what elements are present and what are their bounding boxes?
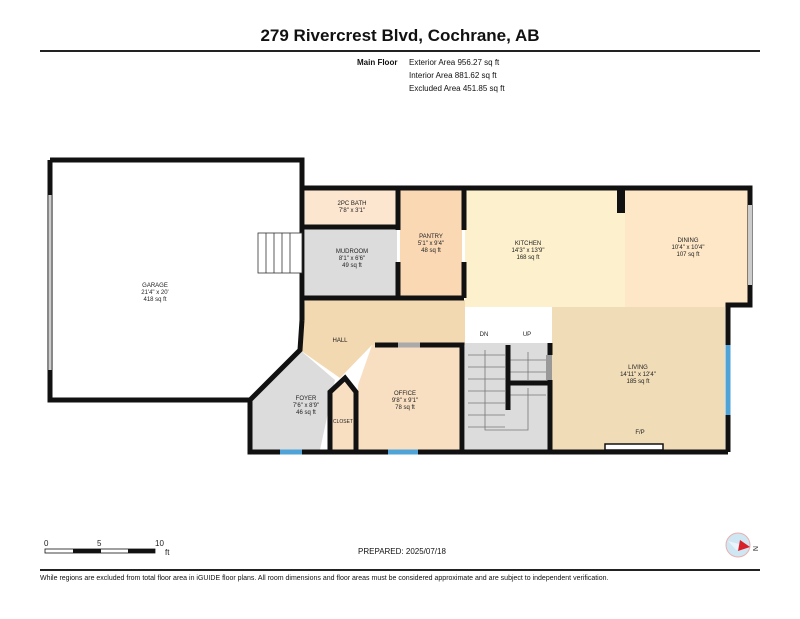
scale-bar: 0 5 10 ft <box>44 539 170 557</box>
hall-label: HALL <box>332 338 348 344</box>
floor-label: Main Floor <box>357 58 398 67</box>
closet-label: CLOSET <box>333 419 353 425</box>
walls <box>47 157 753 455</box>
office-dims: 9'8" x 9'1" <box>392 398 418 404</box>
prepared-date: PREPARED: 2025/07/18 <box>358 547 446 556</box>
bath-label: 2PC BATH <box>338 201 367 207</box>
mudroom-dims: 8'1" x 6'6" <box>339 256 365 262</box>
divider <box>40 569 760 571</box>
exterior-area: Exterior Area 956.27 sq ft <box>409 58 500 67</box>
disclaimer: While regions are excluded from total fl… <box>40 575 609 582</box>
scale-unit: ft <box>165 548 170 557</box>
garage-label: GARAGE <box>142 283 168 289</box>
scale-tick-5: 5 <box>97 539 102 548</box>
dining-room <box>625 190 748 307</box>
kitchen-label: KITCHEN <box>515 241 541 247</box>
kitchen-area: 168 sq ft <box>516 255 539 261</box>
kitchen-room <box>465 190 625 307</box>
stairs-up-label: UP <box>523 332 531 338</box>
fireplace <box>604 443 664 451</box>
mudroom-room <box>305 228 397 298</box>
kitchen-dims: 14'3" x 13'9" <box>512 248 545 254</box>
scale-tick-0: 0 <box>44 539 49 548</box>
pantry-area: 48 sq ft <box>421 248 441 254</box>
windows <box>280 345 731 455</box>
hall-room <box>300 300 465 378</box>
pantry-label: PANTRY <box>419 234 443 240</box>
foyer-area: 46 sq ft <box>296 410 316 416</box>
garage-area: 418 sq ft <box>143 297 166 303</box>
garage-dims: 21'4" x 20' <box>141 290 168 296</box>
bath-room <box>305 190 397 226</box>
page-title: 279 Rivercrest Blvd, Cochrane, AB <box>260 26 540 45</box>
stairs-down-label: DN <box>480 332 489 338</box>
dining-dims: 10'4" x 10'4" <box>672 245 705 251</box>
garage-room <box>52 163 300 397</box>
dining-area: 107 sq ft <box>676 252 699 258</box>
stair-treads <box>468 350 546 431</box>
office-area: 78 sq ft <box>395 405 415 411</box>
living-dims: 14'11" x 12'4" <box>620 372 656 378</box>
foyer-label: FOYER <box>296 396 317 402</box>
interior-area: Interior Area 881.62 sq ft <box>409 71 497 80</box>
compass-north-label: N <box>751 546 758 551</box>
mudroom-area: 49 sq ft <box>342 263 362 269</box>
excluded-area: Excluded Area 451.85 sq ft <box>409 84 505 93</box>
living-room <box>552 307 725 450</box>
closet-room <box>330 378 355 450</box>
living-area: 185 sq ft <box>626 379 649 385</box>
compass-icon: N <box>725 532 758 558</box>
office-room <box>358 345 462 450</box>
office-label: OFFICE <box>394 391 416 397</box>
pantry-dims: 5'1" x 9'4" <box>418 241 444 247</box>
foyer-dims: 7'6" x 8'9" <box>293 403 319 409</box>
scale-tick-10: 10 <box>155 539 164 548</box>
stair-rail <box>546 355 552 380</box>
fireplace-label: F/P <box>635 430 644 436</box>
mudroom-label: MUDROOM <box>336 249 368 255</box>
pantry-room <box>400 190 462 297</box>
dining-label: DINING <box>678 238 699 244</box>
bath-dims: 7'8" x 3'1" <box>339 208 365 214</box>
living-label: LIVING <box>628 365 648 371</box>
kitchen-pillar <box>617 188 625 213</box>
entry-steps <box>257 232 303 274</box>
foyer-room <box>250 350 335 450</box>
divider <box>40 50 760 52</box>
